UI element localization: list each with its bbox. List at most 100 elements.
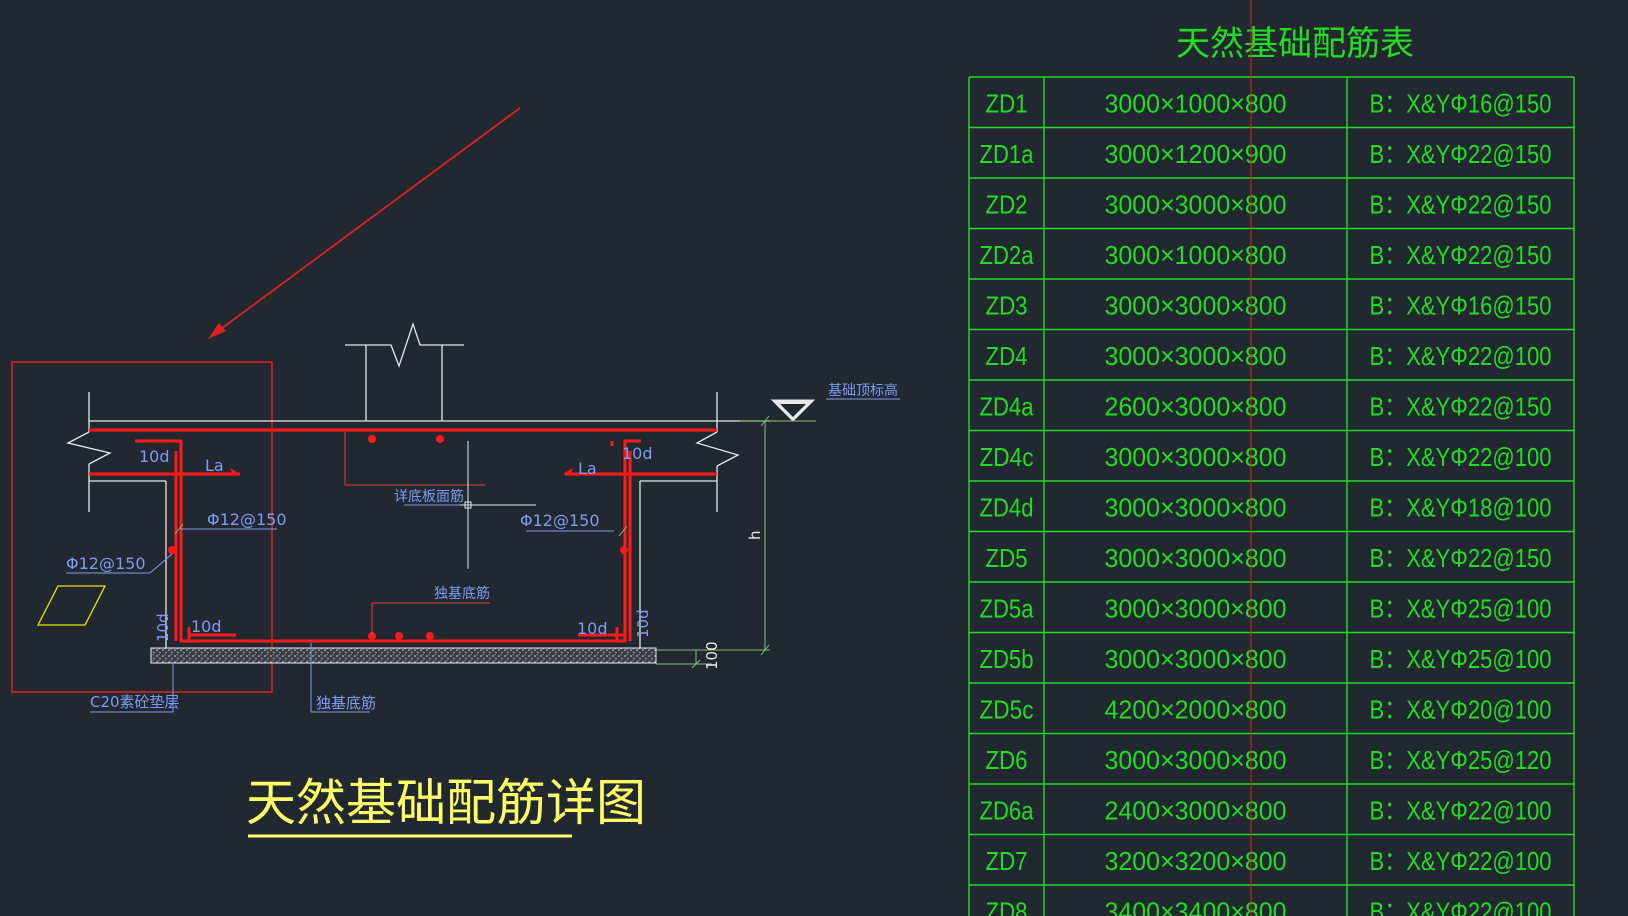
table-row: ZD6 3000×3000×800 B：X&YΦ25@120 <box>986 745 1552 775</box>
foundation-detail: 10d La 10d La Φ12@150 Φ12@150 Φ12@150 10… <box>11 107 900 838</box>
cell-rebar: B：X&YΦ25@100 <box>1370 593 1552 623</box>
cell-id: ZD8 <box>986 896 1028 916</box>
concrete-outline <box>66 321 770 648</box>
label-rebar-phi12-outer: Φ12@150 <box>66 554 146 573</box>
cell-size: 3000×3000×800 <box>1105 341 1287 371</box>
label-10d-vert-right: 10d <box>634 609 652 638</box>
cell-id: ZD1a <box>980 139 1034 169</box>
la-arrow-right <box>563 468 573 474</box>
cell-id: ZD4a <box>980 391 1034 421</box>
cell-size: 3000×3000×800 <box>1105 492 1287 522</box>
annotation-leaders <box>66 398 900 713</box>
cell-size: 3000×1000×800 <box>1105 88 1287 118</box>
cell-size: 2400×3000×800 <box>1105 795 1287 825</box>
label-dimension-100: 100 <box>703 641 721 670</box>
cell-id: ZD6 <box>986 745 1028 775</box>
label-la-left: La <box>205 456 224 475</box>
cell-rebar: B：X&YΦ22@150 <box>1370 189 1552 219</box>
cell-size: 3000×1200×900 <box>1105 139 1287 169</box>
pointer-arrow-head <box>208 323 226 339</box>
cell-id: ZD2 <box>986 189 1028 219</box>
label-10d-left-bottom: 10d <box>191 617 222 636</box>
label-10d-right-bottom: 10d <box>577 619 608 638</box>
cell-rebar: B：X&YΦ22@100 <box>1370 341 1552 371</box>
cell-size: 3000×3000×800 <box>1105 543 1287 573</box>
cell-rebar: B：X&YΦ22@150 <box>1370 543 1552 573</box>
label-elevation: 基础顶标高 <box>828 382 898 399</box>
table-row: ZD4d 3000×3000×800 B：X&YΦ18@100 <box>980 492 1552 522</box>
label-top-rebar-note: 详底板面筋 <box>394 488 464 505</box>
cell-rebar: B：X&YΦ22@150 <box>1370 240 1552 270</box>
cell-size: 3200×3200×800 <box>1105 846 1287 876</box>
pointer-arrow-line <box>213 107 521 335</box>
cell-size: 3000×1000×800 <box>1105 240 1287 270</box>
table-row: ZD6a 2400×3000×800 B：X&YΦ22@100 <box>980 795 1552 825</box>
la-arrow-left <box>230 468 240 474</box>
cell-rebar: B：X&YΦ22@100 <box>1370 846 1552 876</box>
drawing-title: 天然基础配筋详图 <box>246 774 646 832</box>
cell-rebar: B：X&YΦ18@100 <box>1370 492 1552 522</box>
cell-size: 3000×3000×800 <box>1105 442 1287 472</box>
dimension-lines <box>174 415 770 669</box>
cell-id: ZD5a <box>980 593 1034 623</box>
cell-rebar: B：X&YΦ25@120 <box>1370 745 1552 775</box>
cell-id: ZD5 <box>986 543 1028 573</box>
rebar-lines <box>89 428 717 643</box>
cell-id: ZD3 <box>986 290 1028 320</box>
schedule-title: 天然基础配筋表 <box>1176 24 1414 64</box>
cell-rebar: B：X&YΦ22@150 <box>1370 139 1552 169</box>
label-10d-left-top: 10d <box>139 447 170 466</box>
cell-rebar: B：X&YΦ22@100 <box>1370 896 1552 916</box>
cell-id: ZD4d <box>980 492 1034 522</box>
table-row: ZD2a 3000×1000×800 B：X&YΦ22@150 <box>980 240 1552 270</box>
label-rebar-phi12-left: Φ12@150 <box>207 510 287 529</box>
label-dimension-h: h <box>746 530 764 540</box>
label-la-right: La <box>578 459 597 478</box>
cushion-layer <box>150 647 657 664</box>
table-row: ZD1a 3000×1200×900 B：X&YΦ22@150 <box>980 139 1552 169</box>
table-row: ZD7 3200×3200×800 B：X&YΦ22@100 <box>986 846 1552 876</box>
label-bottom-rebar-note: 独基底筋 <box>434 585 490 602</box>
highlight-box <box>11 361 273 693</box>
table-row: ZD5c 4200×2000×800 B：X&YΦ20@100 <box>980 694 1552 724</box>
cell-size: 4200×2000×800 <box>1105 694 1287 724</box>
cell-rebar: B：X&YΦ20@100 <box>1370 694 1552 724</box>
table-row: ZD4a 2600×3000×800 B：X&YΦ22@150 <box>980 391 1552 421</box>
cell-id: ZD6a <box>980 795 1034 825</box>
leaders <box>344 432 490 636</box>
cell-rebar: B：X&YΦ16@150 <box>1370 88 1552 118</box>
label-bottom-rebar-note-2: 独基底筋 <box>316 694 376 712</box>
cell-rebar: B：X&YΦ16@150 <box>1370 290 1552 320</box>
table-row: ZD8 3400×3400×800 B：X&YΦ22@100 <box>986 896 1552 916</box>
cell-id: ZD5b <box>980 644 1034 674</box>
cell-id: ZD7 <box>986 846 1028 876</box>
cell-size: 3000×3000×800 <box>1105 644 1287 674</box>
cell-id: ZD5c <box>980 694 1034 724</box>
cell-size: 3400×3400×800 <box>1105 896 1287 916</box>
cell-rebar: B：X&YΦ22@100 <box>1370 442 1552 472</box>
label-rebar-phi12-right: Φ12@150 <box>520 511 600 530</box>
table-row: ZD5 3000×3000×800 B：X&YΦ22@150 <box>986 543 1552 573</box>
cell-rebar: B：X&YΦ22@150 <box>1370 391 1552 421</box>
label-10d-vert-left: 10d <box>154 613 172 642</box>
table-row: ZD1 3000×1000×800 B：X&YΦ16@150 <box>986 88 1552 118</box>
cell-id: ZD1 <box>986 88 1028 118</box>
table-row: ZD3 3000×3000×800 B：X&YΦ16@150 <box>986 290 1552 320</box>
cell-rebar: B：X&YΦ22@100 <box>1370 795 1552 825</box>
cell-size: 2600×3000×800 <box>1105 391 1287 421</box>
cell-size: 3000×3000×800 <box>1105 290 1287 320</box>
table-row: ZD2 3000×3000×800 B：X&YΦ22@150 <box>986 189 1552 219</box>
table-row: ZD5b 3000×3000×800 B：X&YΦ25@100 <box>980 644 1552 674</box>
cell-size: 3000×3000×800 <box>1105 745 1287 775</box>
cell-id: ZD2a <box>980 240 1034 270</box>
hatch-symbol <box>36 585 107 626</box>
cell-size: 3000×3000×800 <box>1105 189 1287 219</box>
cell-rebar: B：X&YΦ25@100 <box>1370 644 1552 674</box>
rebar-dots <box>168 435 628 640</box>
